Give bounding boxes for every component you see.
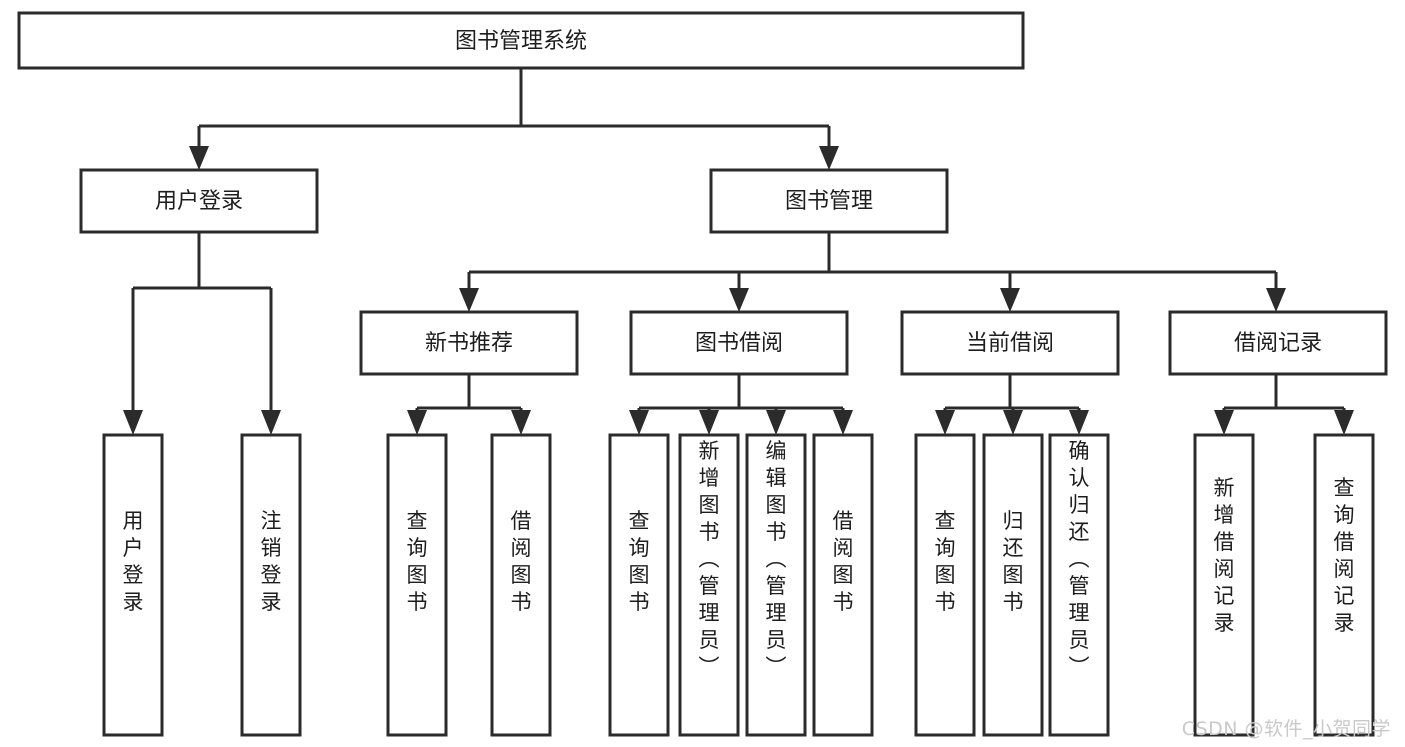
leaf-node-confirm-return-admin-label: 确认归还︵管理员︶ — [1069, 439, 1090, 679]
leaf-node-query-book-2[interactable]: 查询图书 — [608, 433, 670, 737]
leaf-node-query-book-3-box[interactable] — [914, 433, 976, 737]
node-new-book-recommend[interactable]: 新书推荐 — [359, 310, 579, 376]
leaf-node-user-login-box[interactable] — [102, 433, 164, 737]
node-current-borrow-box[interactable] — [900, 310, 1120, 376]
arrow-to-leaf-7 — [766, 410, 786, 435]
leaf-node-add-borrow-record[interactable]: 新增借阅记录 — [1193, 433, 1255, 737]
leaf-node-add-book-admin-box[interactable] — [678, 433, 740, 737]
leaf-node-borrow-book-2-label: 借阅图书 — [833, 509, 854, 614]
node-book-management-box[interactable] — [709, 168, 949, 234]
arrow-to-leaf-13 — [1334, 410, 1354, 435]
leaf-node-user-login[interactable]: 用户登录 — [102, 433, 164, 737]
arrow-to-leaf-6 — [699, 410, 719, 435]
node-new-book-recommend-box[interactable] — [359, 310, 579, 376]
node-root[interactable]: 图书管理系统 — [17, 11, 1025, 70]
node-book-management[interactable]: 图书管理 — [709, 168, 949, 234]
node-root-label: 图书管理系统 — [455, 29, 587, 54]
node-new-book-recommend-label: 新书推荐 — [425, 331, 513, 356]
arrow-to-book-management — [819, 146, 839, 170]
arrow-to-new-book — [459, 288, 479, 312]
arrow-to-current-borrow — [1000, 288, 1020, 312]
leaf-node-query-book-2-label: 查询图书 — [629, 509, 650, 614]
leaf-node-query-borrow-record-box[interactable] — [1313, 433, 1375, 737]
node-book-management-label: 图书管理 — [785, 189, 873, 214]
connector-current-bus — [943, 374, 1081, 414]
leaf-node-borrow-book-1[interactable]: 借阅图书 — [490, 433, 552, 737]
arrow-to-leaf-5 — [629, 410, 649, 435]
leaf-node-edit-book-admin-box[interactable] — [745, 433, 807, 737]
leaf-node-query-book-3[interactable]: 查询图书 — [914, 433, 976, 737]
connector-root-bus — [197, 68, 831, 148]
arrow-to-leaf-12 — [1214, 410, 1234, 435]
arrow-to-leaf-11 — [1069, 410, 1089, 435]
connector-borrow-bus — [637, 374, 845, 414]
leaf-node-query-book-1-label: 查询图书 — [407, 509, 428, 614]
node-user-login-label: 用户登录 — [155, 189, 243, 214]
leaf-node-query-borrow-record[interactable]: 查询借阅记录 — [1313, 433, 1375, 737]
leaf-node-borrow-book-2-box[interactable] — [812, 433, 874, 737]
leaf-node-logout[interactable]: 注销登录 — [240, 433, 302, 737]
leaf-node-return-book-label: 归还图书 — [1003, 509, 1024, 614]
leaf-node-logout-label: 注销登录 — [261, 509, 282, 614]
leaf-node-return-book-box[interactable] — [982, 433, 1044, 737]
arrow-to-leaf-4 — [511, 410, 531, 435]
node-book-borrow-label: 图书借阅 — [695, 331, 783, 356]
connector-newbook-bus — [415, 374, 523, 414]
leaf-node-logout-box[interactable] — [240, 433, 302, 737]
leaf-node-add-borrow-record-label: 新增借阅记录 — [1214, 476, 1235, 635]
arrow-to-leaf-1 — [123, 410, 143, 435]
leaf-node-borrow-book-1-box[interactable] — [490, 433, 552, 737]
leaf-node-user-login-label: 用户登录 — [123, 509, 144, 614]
leaf-node-add-book-admin[interactable]: 新增图书︵管理员︶ — [678, 433, 740, 737]
leaf-node-query-book-2-box[interactable] — [608, 433, 670, 737]
leaf-node-return-book[interactable]: 归还图书 — [982, 433, 1044, 737]
node-current-borrow[interactable]: 当前借阅 — [900, 310, 1120, 376]
leaf-node-add-borrow-record-box[interactable] — [1193, 433, 1255, 737]
node-current-borrow-label: 当前借阅 — [966, 331, 1054, 356]
node-borrow-records-box[interactable] — [1168, 310, 1388, 376]
leaf-node-query-borrow-record-label: 查询借阅记录 — [1334, 476, 1355, 635]
node-book-borrow-box[interactable] — [629, 310, 849, 376]
arrow-to-leaf-2 — [261, 410, 281, 435]
node-user-login[interactable]: 用户登录 — [79, 168, 319, 234]
node-user-login-box[interactable] — [79, 168, 319, 234]
arrow-to-book-borrow — [729, 288, 749, 312]
connector-records-bus — [1222, 374, 1346, 414]
leaf-node-edit-book-admin[interactable]: 编辑图书︵管理员︶ — [745, 433, 807, 737]
connector-login-bus — [131, 232, 273, 412]
leaf-node-query-book-1[interactable]: 查询图书 — [386, 433, 448, 737]
leaf-node-confirm-return-admin[interactable]: 确认归还︵管理员︶ — [1048, 433, 1110, 737]
leaf-node-query-book-3-label: 查询图书 — [935, 509, 956, 614]
leaf-node-edit-book-admin-label: 编辑图书︵管理员︶ — [766, 439, 787, 679]
connector-layer — [123, 68, 1354, 435]
connector-bookmgmt-bus — [467, 232, 1278, 290]
leaf-node-add-book-admin-label: 新增图书︵管理员︶ — [699, 439, 720, 679]
leaf-node-confirm-return-admin-box[interactable] — [1048, 433, 1110, 737]
arrow-to-borrow-records — [1266, 288, 1286, 312]
arrow-to-leaf-9 — [935, 410, 955, 435]
node-borrow-records-label: 借阅记录 — [1234, 331, 1322, 356]
leaf-node-borrow-book-1-label: 借阅图书 — [511, 509, 532, 614]
leaf-node-borrow-book-2[interactable]: 借阅图书 — [812, 433, 874, 737]
leaf-node-query-book-1-box[interactable] — [386, 433, 448, 737]
arrow-to-leaf-3 — [407, 410, 427, 435]
arrow-to-leaf-10 — [1003, 410, 1023, 435]
node-borrow-records[interactable]: 借阅记录 — [1168, 310, 1388, 376]
arrow-to-leaf-8 — [833, 410, 853, 435]
arrow-to-user-login — [189, 146, 209, 170]
node-book-borrow[interactable]: 图书借阅 — [629, 310, 849, 376]
node-root-box[interactable] — [17, 11, 1025, 70]
